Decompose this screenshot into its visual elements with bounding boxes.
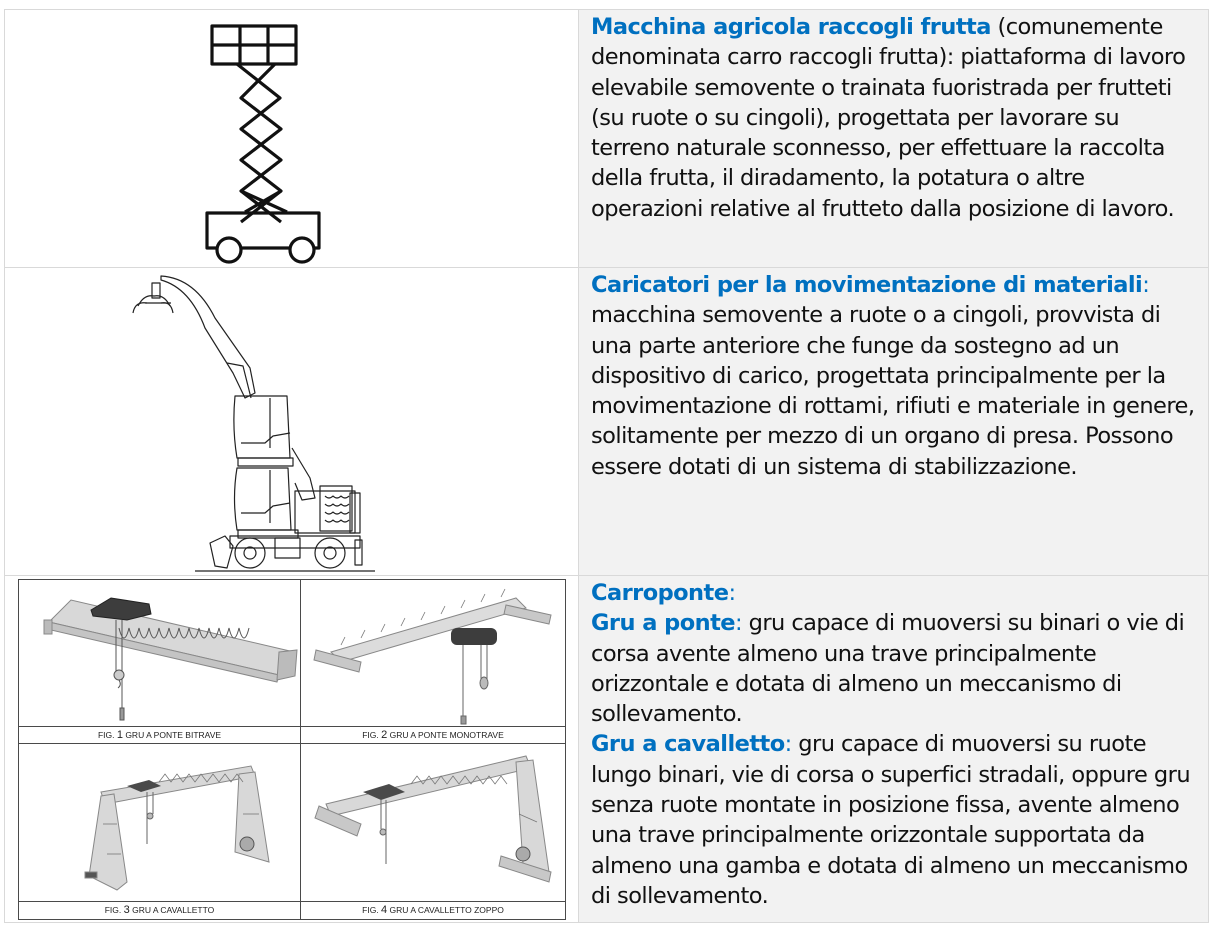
single-girder-overhead-crane-icon [313,588,552,725]
double-girder-overhead-crane-icon [43,597,298,721]
definition-fruit-picker: Macchina agricola raccogli frutta (comun… [579,10,1208,268]
figure-4-caption: FIG. 4 GRU A CAVALLETTO ZOPPO [301,901,565,919]
subitem-gantry-crane: Gru a cavalletto: gru capace di muoversi… [591,731,1191,909]
figure-2-image [301,580,565,726]
definition-material-handler: Caricatori per la movimentazione di mate… [579,268,1208,576]
term-material-handler: Caricatori per la movimentazione di mate… [591,272,1143,298]
definition-text: gru capace di muoversi su binari o vie d… [591,610,1185,728]
figure-1-image [19,580,301,726]
term-overhead-crane: Carroponte [591,580,729,606]
semi-gantry-crane-icon [314,755,552,883]
figure-1-caption: FIG. 1 GRU A PONTE BITRAVE [19,726,301,744]
definitions-table: Macchina agricola raccogli frutta (comun… [4,9,1209,923]
term-bridge-crane: Gru a ponte [591,610,736,637]
scissor-lift-platform-icon [205,24,321,264]
figure-cell-overhead-cranes: FIG. 1 GRU A PONTE BITRAVE FIG. 2 GRU A … [5,576,579,922]
crane-figure-grid: FIG. 1 GRU A PONTE BITRAVE FIG. 2 GRU A … [18,579,566,920]
definition-text: macchina semovente a ruote o a cingoli, … [591,302,1195,480]
figure-4-image [301,744,565,901]
definition-text: gru capace di muoversi su ruote lungo bi… [591,731,1191,909]
term-gantry-crane: Gru a cavalletto [591,731,785,758]
subitem-bridge-crane: Gru a ponte: gru capace di muoversi su b… [591,610,1185,728]
term-fruit-picker: Macchina agricola raccogli frutta [591,14,991,40]
figure-cell-material-handler [5,268,579,576]
figure-3-image [19,744,301,901]
definition-overhead-crane: Carroponte: Gru a ponte: gru capace di m… [579,576,1208,922]
figure-3-caption: FIG. 3 GRU A CAVALLETTO [19,901,301,919]
figure-2-caption: FIG. 2 GRU A PONTE MONOTRAVE [301,726,565,744]
material-handler-crane-icon [132,275,375,572]
definition-text: (comunemente denominata carro raccogli f… [591,14,1186,222]
gantry-crane-icon [84,765,270,891]
figure-cell-fruit-picker [5,10,579,268]
